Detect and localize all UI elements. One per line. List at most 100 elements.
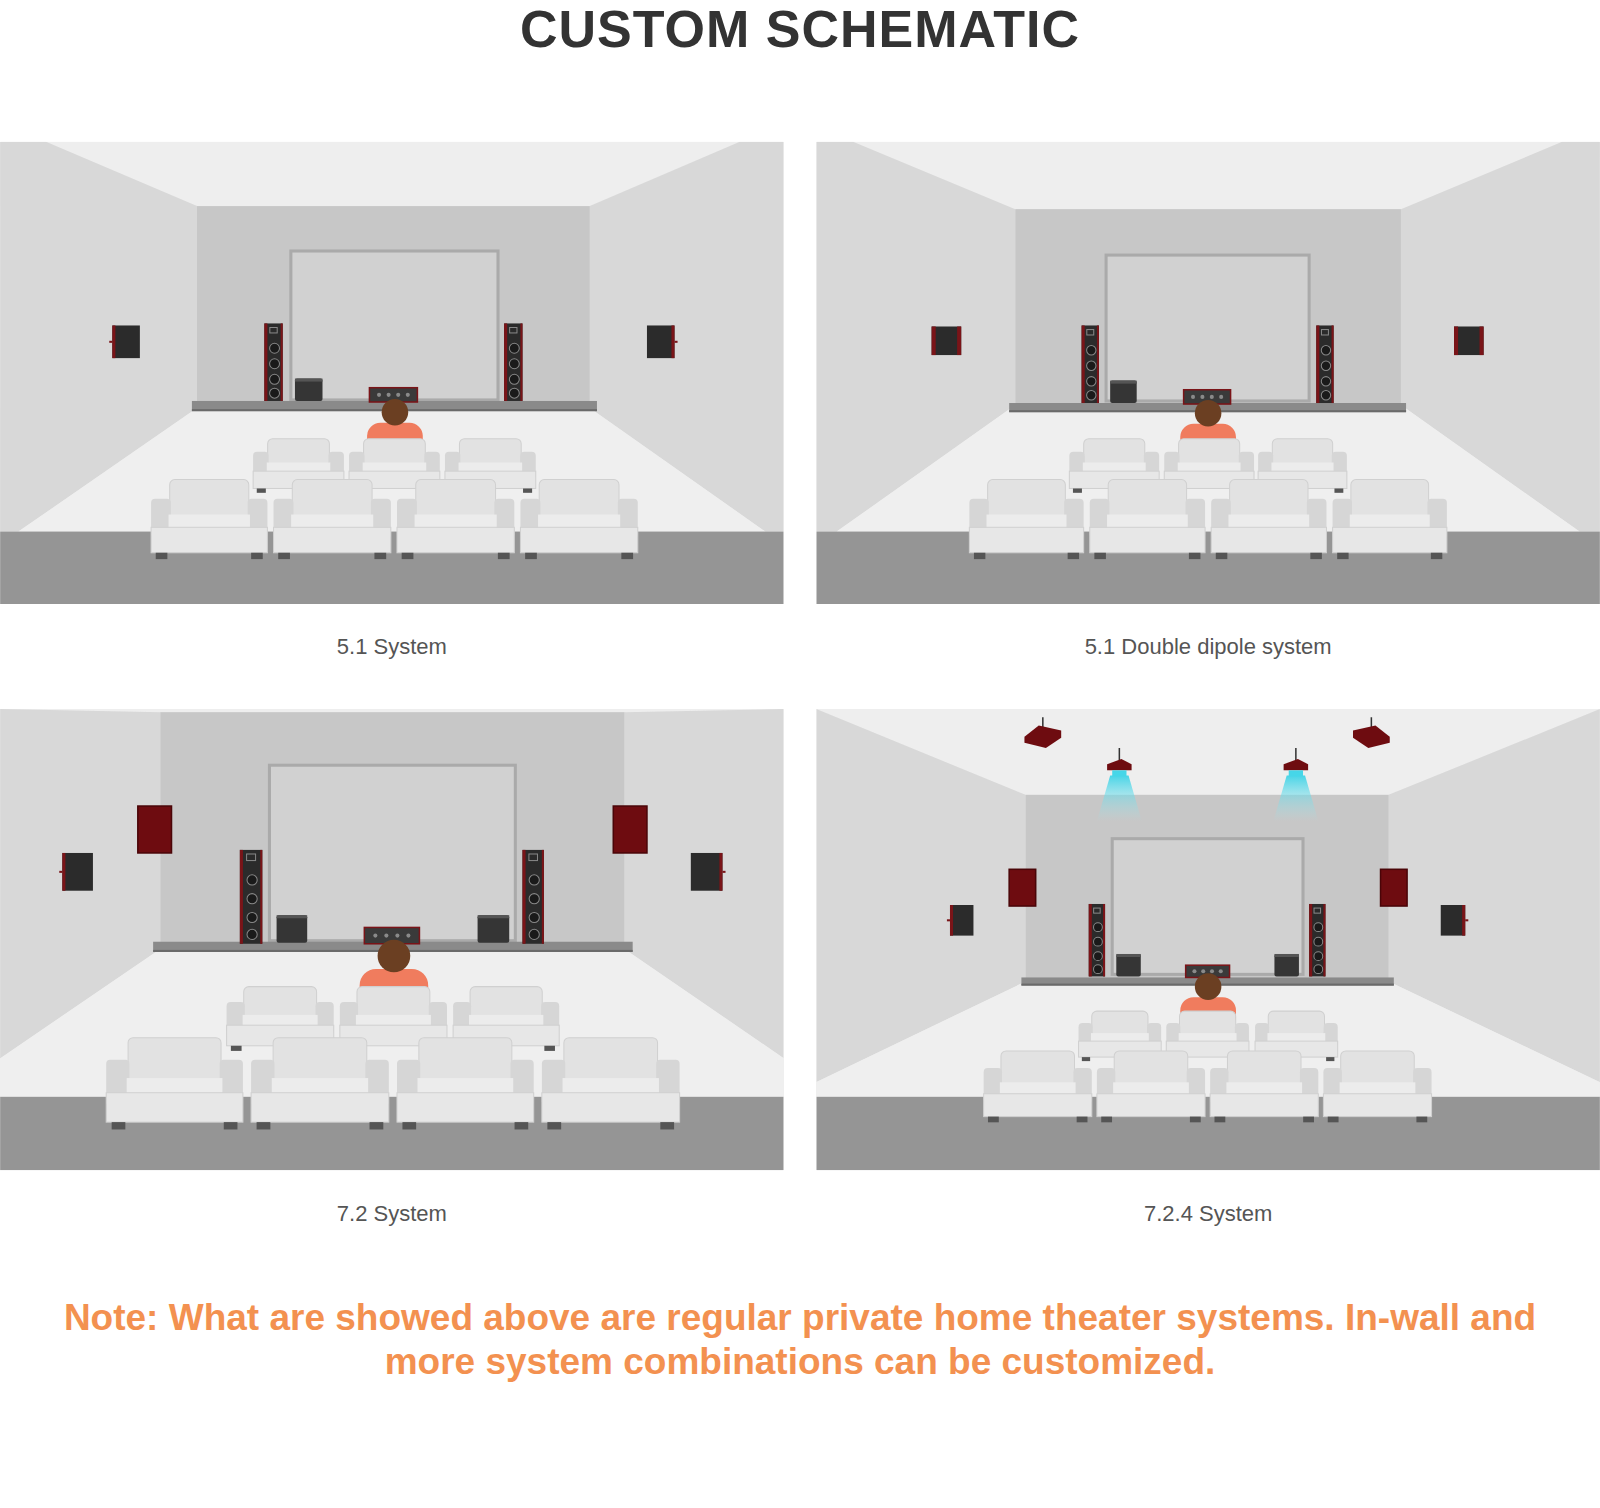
floor-front: [816, 532, 1600, 604]
surround-speaker: [691, 853, 723, 891]
sofa-seat: [415, 515, 497, 529]
driver: [509, 359, 519, 369]
driver: [270, 374, 280, 384]
driver: [396, 393, 400, 397]
driver: [1321, 361, 1330, 370]
floor-front: [816, 1097, 1600, 1170]
driver: [247, 894, 257, 904]
surround-speaker: [1381, 869, 1408, 906]
subwoofer-top: [1110, 381, 1137, 384]
room: [0, 142, 784, 604]
driver: [529, 875, 539, 885]
speaker-side: [522, 850, 525, 944]
subwoofer: [478, 915, 510, 943]
sofa-leg: [231, 1046, 242, 1051]
sofa-seat: [272, 1078, 368, 1095]
driver: [529, 929, 539, 939]
sofa-base: [251, 1093, 389, 1122]
subwoofer-top: [478, 915, 510, 918]
sofa-base: [520, 527, 637, 552]
room-ground: [816, 142, 1600, 604]
sofa-leg: [112, 1122, 126, 1129]
subwoofer: [1110, 381, 1137, 403]
sofa-leg: [251, 553, 263, 559]
driver: [1210, 969, 1214, 973]
surround-speaker: [613, 806, 647, 853]
person-head: [378, 940, 411, 973]
speaker-side: [950, 905, 953, 936]
surround-speaker: [62, 853, 93, 891]
driver: [1191, 395, 1195, 399]
sofa-seat: [1228, 515, 1309, 529]
speaker-side: [240, 850, 243, 944]
sofa-seat: [563, 1078, 659, 1095]
floor: [18, 408, 765, 531]
driver: [1094, 937, 1103, 946]
light-beam: [1097, 775, 1142, 821]
ceiling-speaker: [1024, 725, 1061, 747]
ceiling-speaker: [1107, 759, 1131, 770]
driver: [1219, 969, 1223, 973]
room: [816, 709, 1600, 1170]
driver: [1094, 952, 1103, 961]
subwoofer: [277, 915, 308, 943]
subwoofer: [295, 379, 323, 401]
sofa-leg: [988, 1117, 999, 1123]
driver: [1200, 395, 1204, 399]
speaker-side: [1480, 326, 1484, 355]
sofa-leg: [1190, 1117, 1201, 1123]
speaker-mount: [59, 871, 62, 873]
sofa-leg: [1077, 1117, 1088, 1123]
tower-speaker: [1309, 904, 1325, 976]
driver: [1321, 391, 1330, 400]
driver: [270, 359, 280, 369]
tower-speaker: [240, 850, 262, 944]
room-ground: [0, 142, 784, 604]
subwoofer-top: [1274, 954, 1298, 957]
tweeter: [529, 854, 538, 861]
system-panel: 7.2 System: [0, 709, 784, 1239]
speaker-side: [719, 853, 722, 891]
driver: [384, 934, 388, 938]
driver: [1087, 391, 1096, 400]
person-head: [382, 399, 409, 426]
speaker-side: [1316, 325, 1319, 403]
sofa-leg: [1082, 1057, 1090, 1061]
sofa-leg: [224, 1122, 238, 1129]
system-panel: 5.1 System: [0, 142, 784, 672]
driver: [1219, 395, 1223, 399]
sofa-base: [1210, 1094, 1318, 1117]
subwoofer-top: [1116, 954, 1140, 957]
system-panel: 7.2.4 System: [816, 709, 1600, 1239]
driver: [1210, 395, 1214, 399]
tweeter: [247, 854, 256, 861]
sofa-leg: [370, 1122, 384, 1129]
speaker-side: [504, 323, 507, 401]
tweeter: [270, 328, 277, 333]
driver: [1094, 965, 1103, 974]
sofa-leg: [278, 553, 290, 559]
sofa-leg: [1328, 1117, 1339, 1123]
system-caption: 5.1 Double dipole system: [816, 634, 1600, 660]
speaker-side: [1332, 325, 1334, 403]
driver: [509, 388, 519, 398]
driver: [1314, 965, 1323, 974]
driver: [247, 929, 257, 939]
driver: [1314, 923, 1323, 932]
sofa-seat: [538, 515, 620, 529]
driver: [270, 388, 280, 398]
sofa-seat: [169, 515, 250, 529]
sofa-leg: [156, 553, 168, 559]
speaker-side: [542, 850, 544, 944]
tower-speaker: [264, 323, 282, 401]
tower-speaker: [1089, 904, 1105, 976]
driver: [509, 374, 519, 384]
sofa-base: [1333, 527, 1447, 552]
sofa-base: [984, 1094, 1092, 1117]
speaker-lens: [1289, 770, 1303, 776]
driver: [1314, 937, 1323, 946]
sofa-seat: [417, 1078, 513, 1095]
system-caption: 7.2 System: [0, 1201, 784, 1227]
